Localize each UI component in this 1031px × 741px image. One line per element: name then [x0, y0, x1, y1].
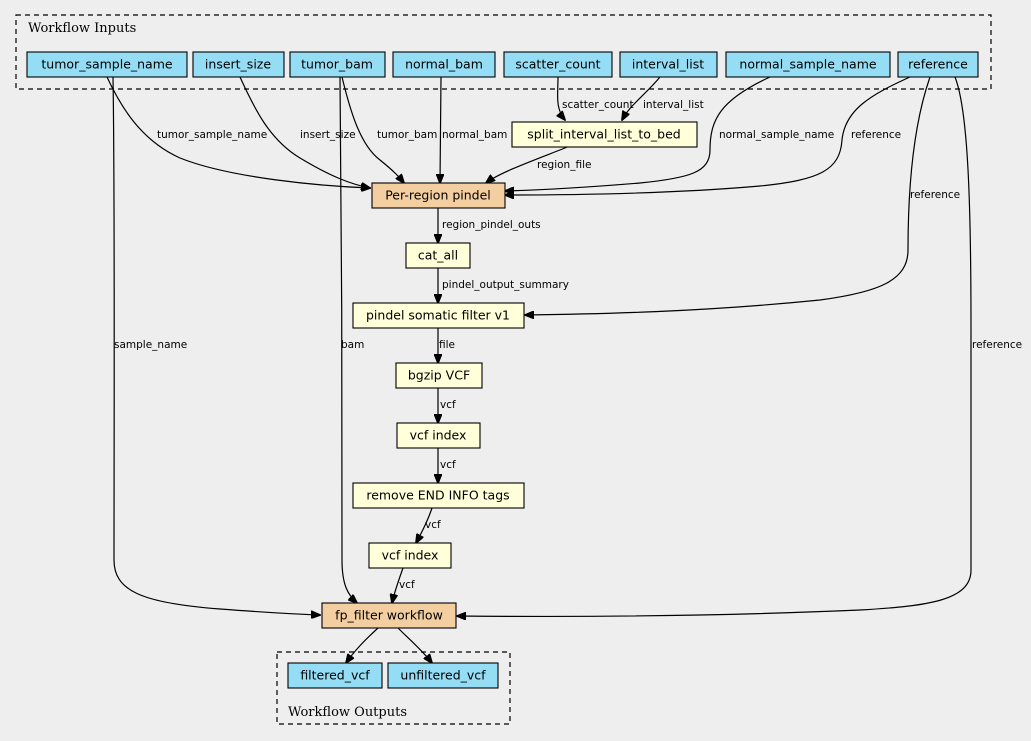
node-label: interval_list — [632, 57, 704, 72]
node-label: cat_all — [418, 248, 458, 263]
node-tumor-bam[interactable]: tumor_bam — [289, 51, 386, 78]
workflow-outputs-cluster: Workflow Outputs — [276, 651, 511, 725]
step-nodes: split_interval_list_to_bed Per-region pi… — [321, 121, 698, 629]
node-cat-all[interactable]: cat_all — [405, 242, 471, 269]
node-label: pindel somatic filter v1 — [366, 308, 510, 323]
node-vcf-index-1[interactable]: vcf index — [396, 422, 481, 449]
node-interval-list[interactable]: interval_list — [619, 51, 718, 78]
node-normal-bam[interactable]: normal_bam — [392, 51, 496, 78]
edge-label-reference-fp: reference — [972, 339, 1022, 351]
edge-label-insert-size: insert_size — [300, 129, 356, 141]
edge-label-vcf-1: vcf — [440, 399, 456, 411]
edge-label-sample-name: sample_name — [114, 339, 187, 351]
node-label: Per-region pindel — [385, 188, 491, 203]
edge-reference-fp — [457, 76, 972, 616]
node-per-region-pindel[interactable]: Per-region pindel — [371, 182, 506, 209]
node-pindel-somatic-filter[interactable]: pindel somatic filter v1 — [352, 302, 525, 329]
node-vcf-index-2[interactable]: vcf index — [368, 542, 452, 569]
edge-label-region-pindel-outs: region_pindel_outs — [442, 219, 541, 231]
workflow-outputs-label: Workflow Outputs — [288, 705, 407, 720]
node-label: fp_filter workflow — [335, 608, 443, 623]
edge-vcf-4 — [392, 567, 404, 603]
node-unfiltered-vcf[interactable]: unfiltered_vcf — [387, 662, 499, 689]
node-label: remove END INFO tags — [366, 488, 509, 503]
edge-label-normal-bam: normal_bam — [442, 129, 507, 141]
node-fp-filter-workflow[interactable]: fp_filter workflow — [321, 602, 457, 629]
node-split-interval-list-to-bed[interactable]: split_interval_list_to_bed — [511, 121, 698, 148]
node-scatter-count[interactable]: scatter_count — [503, 51, 613, 78]
edge-label-bam: bam — [341, 339, 364, 351]
edge-insert-size — [239, 76, 370, 188]
edge-bam — [339, 76, 357, 603]
edge-label-vcf-4: vcf — [399, 579, 415, 591]
node-label: tumor_bam — [301, 57, 373, 72]
output-nodes: filtered_vcf unfiltered_vcf — [287, 662, 499, 689]
node-reference[interactable]: reference — [897, 51, 979, 78]
node-filtered-vcf[interactable]: filtered_vcf — [287, 662, 383, 689]
edge-scatter-count — [558, 76, 565, 120]
workflow-inputs-cluster: Workflow Inputs — [15, 14, 992, 90]
edges — [106, 76, 972, 663]
edge-label-vcf-3: vcf — [425, 519, 441, 531]
edge-label-pindel-output-summary: pindel_output_summary — [442, 279, 569, 291]
edge-tumor-bam — [341, 76, 404, 183]
edge-label-normal-sample-name: normal_sample_name — [719, 129, 834, 141]
input-nodes: tumor_sample_name insert_size tumor_bam … — [26, 51, 979, 78]
node-insert-size[interactable]: insert_size — [192, 51, 285, 78]
edge-label-reference-pindel: reference — [851, 129, 901, 141]
node-label: bgzip VCF — [408, 368, 470, 383]
node-label: reference — [908, 57, 968, 72]
edge-label-tumor-sample-name: tumor_sample_name — [157, 129, 267, 141]
node-label: normal_sample_name — [739, 57, 877, 72]
edge-sample-name — [112, 76, 320, 615]
node-label: split_interval_list_to_bed — [527, 127, 680, 142]
edge-normal-sample-name — [505, 76, 771, 191]
node-label: unfiltered_vcf — [400, 668, 486, 683]
edge-normal-bam — [440, 76, 441, 183]
edge-label-file: file — [439, 339, 455, 351]
node-bgzip-vcf[interactable]: bgzip VCF — [395, 362, 483, 389]
node-label: insert_size — [205, 57, 271, 72]
edge-label-interval-list: interval_list — [643, 99, 704, 111]
node-remove-end-info-tags[interactable]: remove END INFO tags — [352, 482, 525, 509]
edge-label-tumor-bam: tumor_bam — [377, 129, 437, 141]
edge-unfiltered-vcf — [397, 627, 432, 663]
edge-vcf-3 — [416, 507, 433, 543]
edge-tumor-sample-name — [106, 76, 370, 188]
node-label: vcf index — [410, 428, 467, 443]
node-tumor-sample-name[interactable]: tumor_sample_name — [26, 51, 188, 78]
node-label: vcf index — [382, 548, 439, 563]
edge-label-vcf-2: vcf — [440, 459, 456, 471]
edge-reference-filter — [525, 76, 931, 315]
edge-region-file — [486, 145, 571, 183]
edge-labels: scatter_count interval_list tumor_sample… — [114, 99, 1022, 591]
node-normal-sample-name[interactable]: normal_sample_name — [725, 51, 891, 78]
edge-reference-pindel — [505, 76, 911, 195]
edge-label-scatter-count: scatter_count — [562, 99, 634, 111]
node-label: tumor_sample_name — [41, 57, 172, 72]
node-label: filtered_vcf — [300, 668, 370, 683]
edge-label-reference-filter: reference — [910, 189, 960, 201]
edge-filtered-vcf — [346, 627, 379, 663]
edge-interval-list — [622, 76, 661, 120]
edge-label-region-file: region_file — [537, 159, 591, 171]
workflow-inputs-label: Workflow Inputs — [28, 21, 136, 36]
node-label: scatter_count — [515, 57, 600, 72]
node-label: normal_bam — [405, 57, 483, 72]
